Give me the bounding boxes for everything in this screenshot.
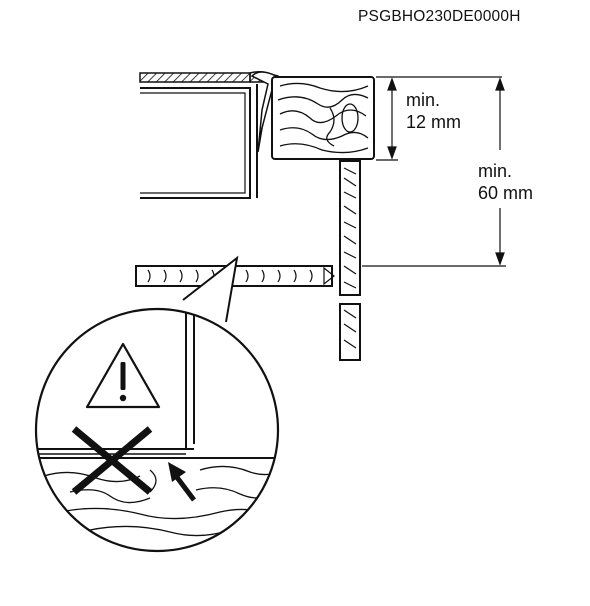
warning-triangle-icon <box>85 342 161 409</box>
dimension-min-60mm <box>362 77 506 267</box>
magnifier-detail <box>34 307 280 553</box>
cross-prohibited-icon <box>71 426 153 495</box>
dimension-label-small-line2: 12 mm <box>406 112 462 132</box>
dimension-label-small-line1: min. <box>406 90 441 110</box>
magnifier-pointer <box>182 255 239 323</box>
dimension-label-large-line2: 60 mm <box>478 183 534 203</box>
cabinet-side-panel <box>339 160 361 361</box>
dimension-label-large-line1: min. <box>478 161 513 181</box>
dimension-min-12mm <box>376 76 502 161</box>
hob-body <box>140 84 258 199</box>
arrow-pointer-icon <box>168 462 196 502</box>
hob-bracket <box>250 71 277 153</box>
worktop <box>271 76 375 160</box>
document-code: PSGBHO230DE0000H <box>358 8 521 25</box>
